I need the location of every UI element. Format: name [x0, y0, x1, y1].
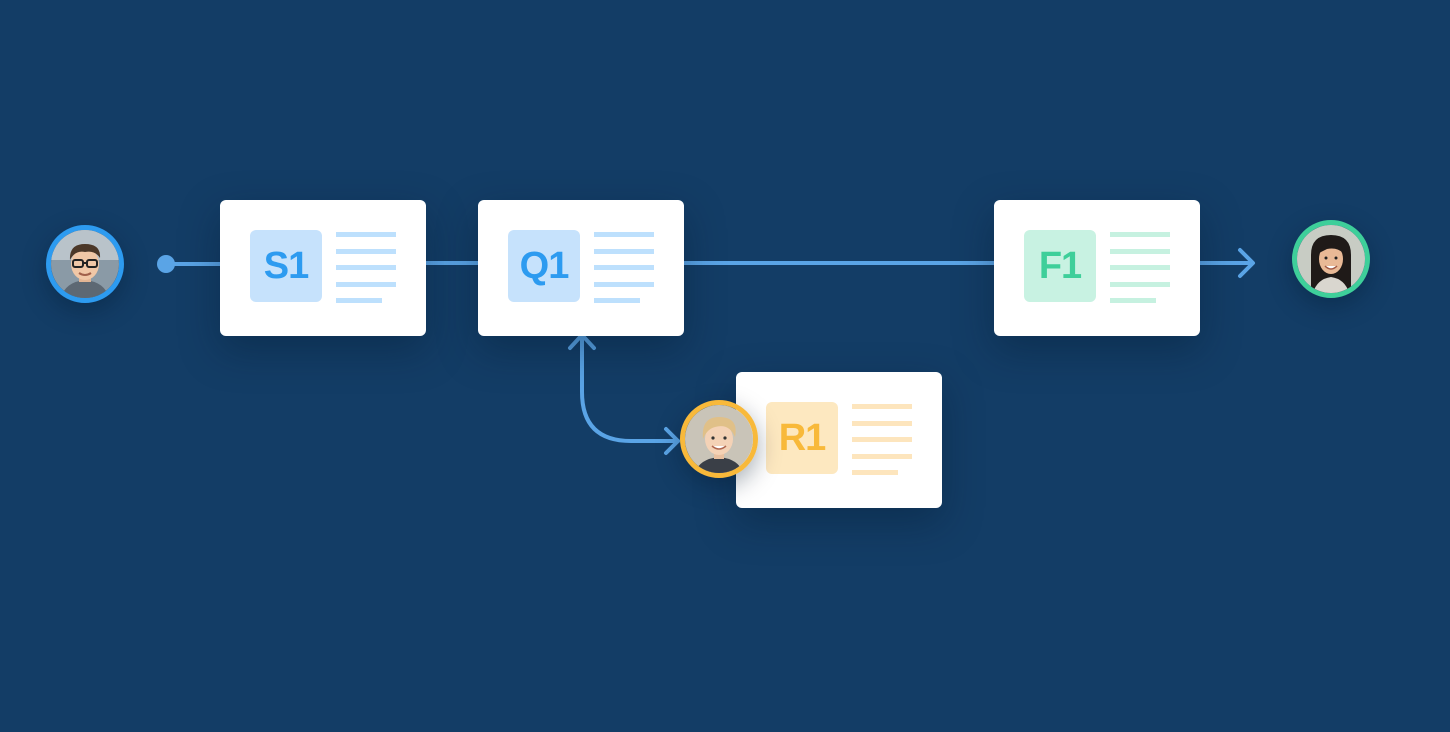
arrowhead-right-icon [664, 427, 680, 455]
card-badge-f1: F1 [1024, 230, 1096, 302]
connector-q1-to-r1-loop [580, 338, 680, 443]
card-r1[interactable]: R1 [736, 372, 942, 508]
card-s1[interactable]: S1 [220, 200, 426, 336]
text-lines-placeholder [336, 232, 396, 304]
avatar-long-hair-woman-icon[interactable] [1292, 220, 1370, 298]
card-badge-q1: Q1 [508, 230, 580, 302]
avatar-man-glasses-icon[interactable] [46, 225, 124, 303]
text-lines-placeholder [1110, 232, 1170, 304]
card-badge-r1: R1 [766, 402, 838, 474]
arrowhead-right-icon [1238, 248, 1255, 278]
card-f1[interactable]: F1 [994, 200, 1200, 336]
start-dot [157, 255, 175, 273]
text-lines-placeholder [594, 232, 654, 304]
card-badge-s1: S1 [250, 230, 322, 302]
avatar-short-hair-woman-icon[interactable] [680, 400, 758, 478]
text-lines-placeholder [852, 404, 912, 476]
card-q1[interactable]: Q1 [478, 200, 684, 336]
